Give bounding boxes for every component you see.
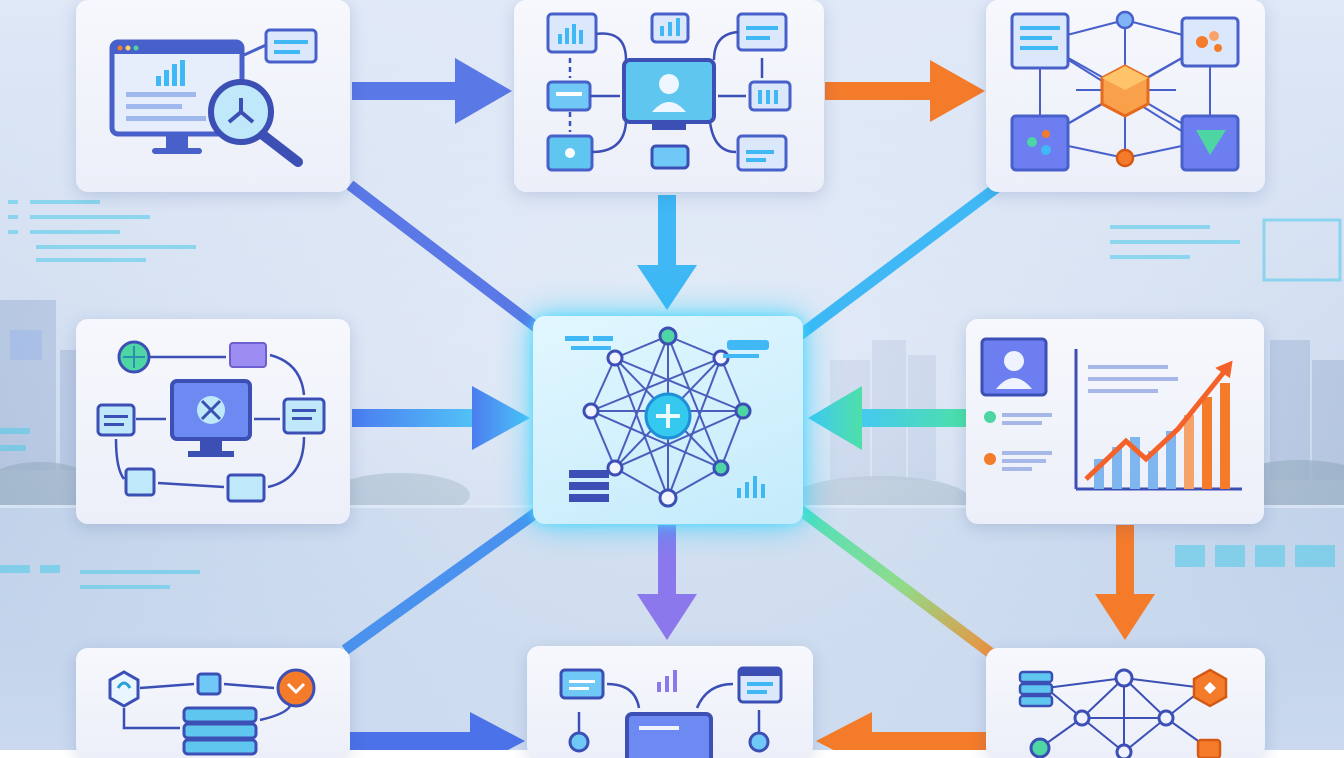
process-flow-icon: [96, 340, 326, 503]
card-node-network[interactable]: [986, 648, 1265, 758]
growth-chart-icon: [980, 337, 1242, 491]
card-central-hub[interactable]: [533, 316, 803, 524]
chart-bars: [1094, 383, 1230, 489]
node-network-icon: [1018, 668, 1228, 758]
trend-line: [1084, 365, 1230, 481]
card-network-cube[interactable]: [986, 0, 1265, 192]
monitor-magnifier-icon: [109, 28, 318, 167]
network-cube-icon: [1010, 10, 1240, 172]
neural-network-hub-icon: [565, 326, 769, 508]
output-flow-icon: [559, 666, 783, 758]
database-pipeline-icon: [108, 668, 316, 756]
user-workflow-icon: [546, 12, 792, 172]
card-data-pipeline[interactable]: [76, 648, 350, 758]
card-process-flow[interactable]: [76, 319, 350, 524]
hud-decorations: [0, 200, 1342, 589]
card-output-flow[interactable]: [527, 646, 813, 758]
card-growth-chart[interactable]: [966, 319, 1264, 524]
card-analysis[interactable]: [76, 0, 350, 192]
card-user-workflow[interactable]: [514, 0, 824, 192]
